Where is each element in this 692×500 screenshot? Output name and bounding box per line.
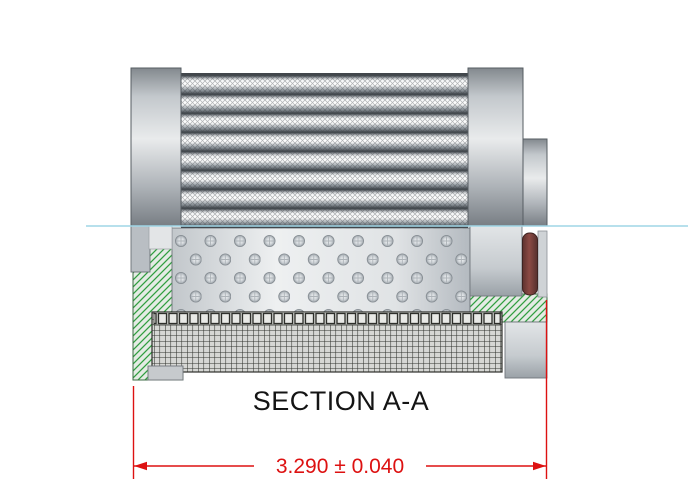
section-label: SECTION A-A xyxy=(253,386,430,416)
perforated-core-tube xyxy=(171,227,471,313)
o-ring-seal xyxy=(522,230,548,298)
mesh-crimp-row xyxy=(153,311,501,326)
right-endcap xyxy=(467,67,524,227)
dimension-arrow-left xyxy=(134,461,147,471)
left-endcap xyxy=(130,67,182,227)
dimension-text: 3.290 ± 0.040 xyxy=(276,455,404,478)
dimension-arrow-right xyxy=(533,461,546,471)
right-fitting-stub xyxy=(522,138,548,227)
outer-mesh-wrap xyxy=(151,311,503,373)
right-endcap-outer-cylinder xyxy=(469,225,523,297)
dimension-annotation: 3.290 ± 0.040 xyxy=(132,300,548,479)
right-flange-block xyxy=(504,321,548,379)
